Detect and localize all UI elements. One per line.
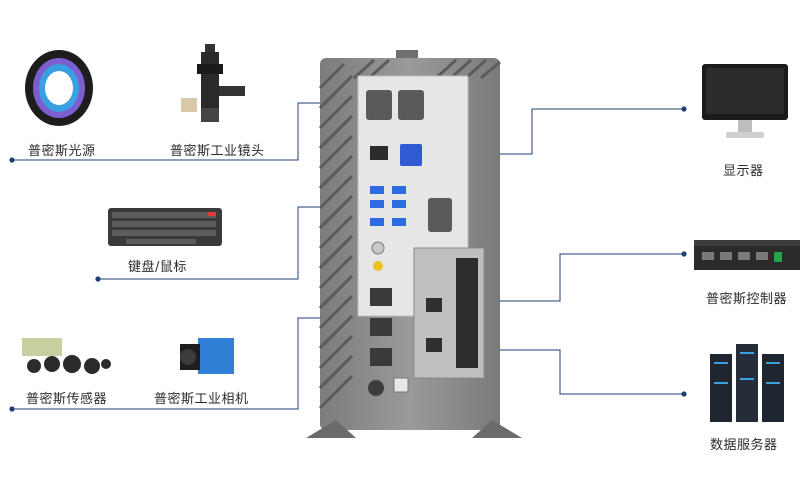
- label-monitor: 显示器: [723, 164, 764, 179]
- line-controller: [446, 253, 684, 302]
- dot-server: [681, 391, 687, 397]
- keyboard-icon: [108, 208, 222, 246]
- sensor-set-icon: [22, 338, 111, 374]
- dot-lens: [9, 157, 15, 163]
- server-rack-icon: [710, 344, 784, 422]
- industrial-camera-icon: [180, 338, 234, 374]
- controller-icon: [694, 240, 800, 270]
- dot-controller: [681, 251, 687, 257]
- dot-camera: [9, 406, 15, 412]
- dot-monitor: [681, 106, 687, 112]
- dot-keyboard: [95, 276, 101, 282]
- ring-light-icon: [25, 50, 93, 126]
- industrial-pc-icon: [306, 50, 522, 438]
- label-ring-light: 普密斯光源: [28, 144, 96, 159]
- label-sensor: 普密斯传感器: [26, 392, 108, 407]
- line-server: [460, 349, 684, 395]
- label-lens: 普密斯工业镜头: [170, 144, 265, 159]
- label-server: 数据服务器: [710, 438, 778, 453]
- industrial-lens-icon: [181, 44, 245, 122]
- label-camera: 普密斯工业相机: [154, 392, 249, 407]
- monitor-icon: [702, 64, 788, 138]
- label-keyboard: 键盘/鼠标: [128, 260, 187, 275]
- label-controller: 普密斯控制器: [706, 292, 788, 307]
